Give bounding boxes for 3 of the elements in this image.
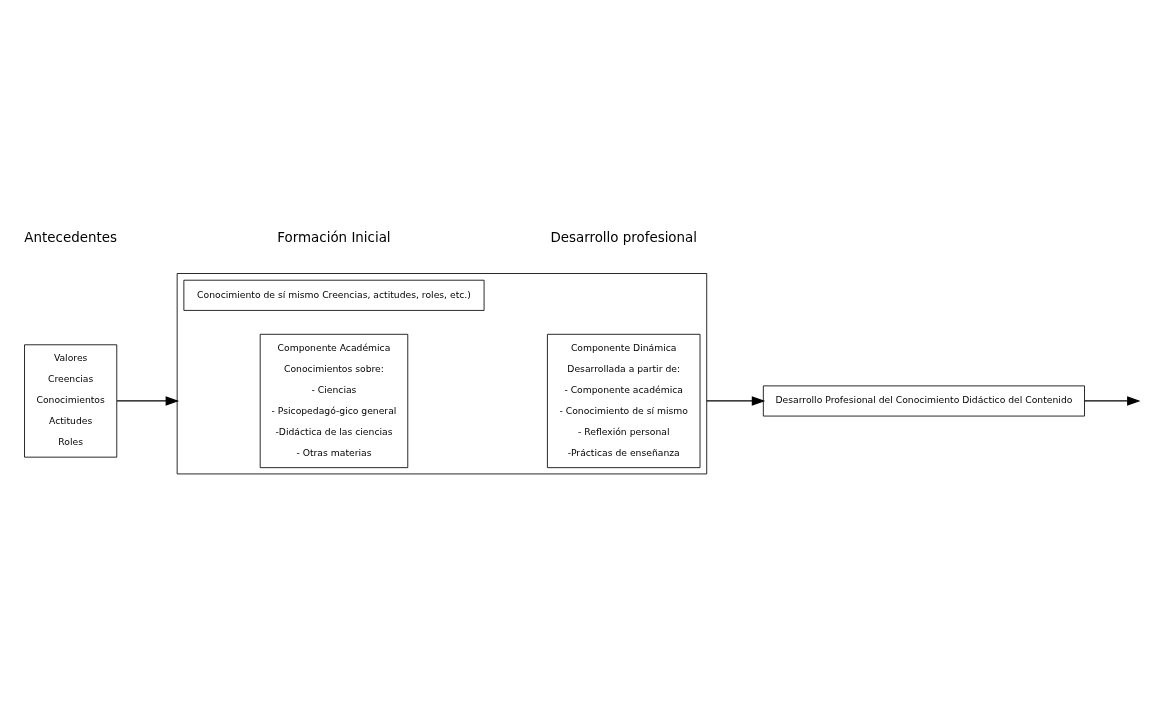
label: Antecedentes xyxy=(24,229,117,245)
label: Desarrollo profesional xyxy=(550,229,698,245)
label: Formación Inicial xyxy=(277,229,391,245)
